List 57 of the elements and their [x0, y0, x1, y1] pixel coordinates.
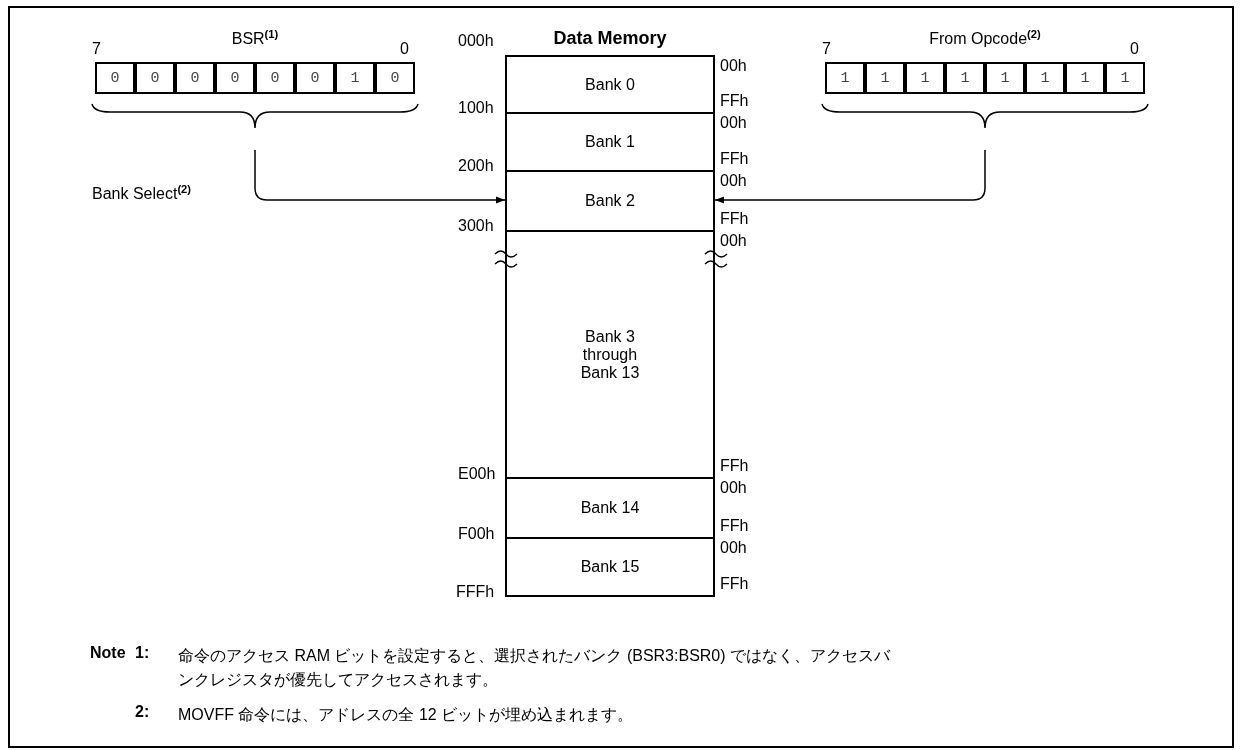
- memory-bank: Bank 3 through Bank 13: [505, 230, 715, 479]
- note-text: MOVFF 命令には、アドレスの全 12 ビットが埋め込まれます。: [178, 705, 635, 725]
- bit-cell: 0: [215, 62, 255, 94]
- bit-cell: 0: [255, 62, 295, 94]
- offset-label: 00h: [720, 57, 747, 75]
- field-label: Bank Select$^{(2)}$: [92, 183, 192, 204]
- bit-cell: 1: [1025, 62, 1065, 94]
- offset-label: FFh: [720, 150, 749, 168]
- address-label: 300h: [458, 217, 494, 235]
- bit-number: 7: [822, 40, 831, 58]
- offset-label: FFh: [720, 210, 749, 228]
- memory-bank: Bank 15: [505, 537, 715, 597]
- arrow: [254, 149, 506, 204]
- bit-cell: 1: [865, 62, 905, 94]
- bit-cell: 1: [945, 62, 985, 94]
- address-label: FFFh: [456, 583, 495, 601]
- offset-label: FFh: [720, 517, 749, 535]
- bit-number: 0: [400, 40, 409, 58]
- offset-label: 00h: [720, 114, 747, 132]
- bit-cell: 1: [905, 62, 945, 94]
- offset-label: FFh: [720, 575, 749, 593]
- memory-map: [505, 28, 715, 598]
- register-name: BSR$^{(1)}$: [231, 28, 279, 49]
- address-label: 200h: [458, 157, 494, 175]
- bit-cell: 0: [175, 62, 215, 94]
- bit-cell: 1: [1065, 62, 1105, 94]
- memory-bank: Bank 1: [505, 112, 715, 172]
- arrow: [714, 149, 986, 204]
- note-heading: Note: [90, 644, 126, 662]
- bit-cell: 1: [985, 62, 1025, 94]
- bit-cell: 1: [1105, 62, 1145, 94]
- address-label: 100h: [458, 99, 494, 117]
- address-label: E00h: [458, 465, 496, 483]
- bit-number: 7: [92, 40, 101, 58]
- memory-bank: Bank 2: [505, 170, 715, 232]
- offset-label: 00h: [720, 172, 747, 190]
- bit-cell: 1: [825, 62, 865, 94]
- memory-title: Data Memory: [553, 28, 667, 49]
- register-name: From Opcode$^{(2)}$: [929, 28, 1041, 49]
- address-label: F00h: [458, 525, 495, 543]
- bit-cell: 1: [335, 62, 375, 94]
- note-number: 2:: [135, 703, 150, 721]
- memory-bank: Bank 14: [505, 477, 715, 539]
- note-number: 1:: [135, 644, 150, 662]
- offset-label: FFh: [720, 92, 749, 110]
- bit-number: 0: [1130, 40, 1139, 58]
- bit-cell: 0: [95, 62, 135, 94]
- offset-label: 00h: [720, 539, 747, 557]
- offset-label: 00h: [720, 232, 747, 250]
- address-label: 000h: [458, 32, 494, 50]
- bit-cell: 0: [135, 62, 175, 94]
- offset-label: 00h: [720, 479, 747, 497]
- note-text: 命令のアクセス RAM ビットを設定すると、選択されたバンク (BSR3:BSR0) ではなく、アクセスバンクレジスタが優先してアクセスされます。: [178, 646, 892, 690]
- offset-label: FFh: [720, 457, 749, 475]
- bit-cell: 0: [295, 62, 335, 94]
- bit-cell: 0: [375, 62, 415, 94]
- memory-bank: Bank 0: [505, 55, 715, 114]
